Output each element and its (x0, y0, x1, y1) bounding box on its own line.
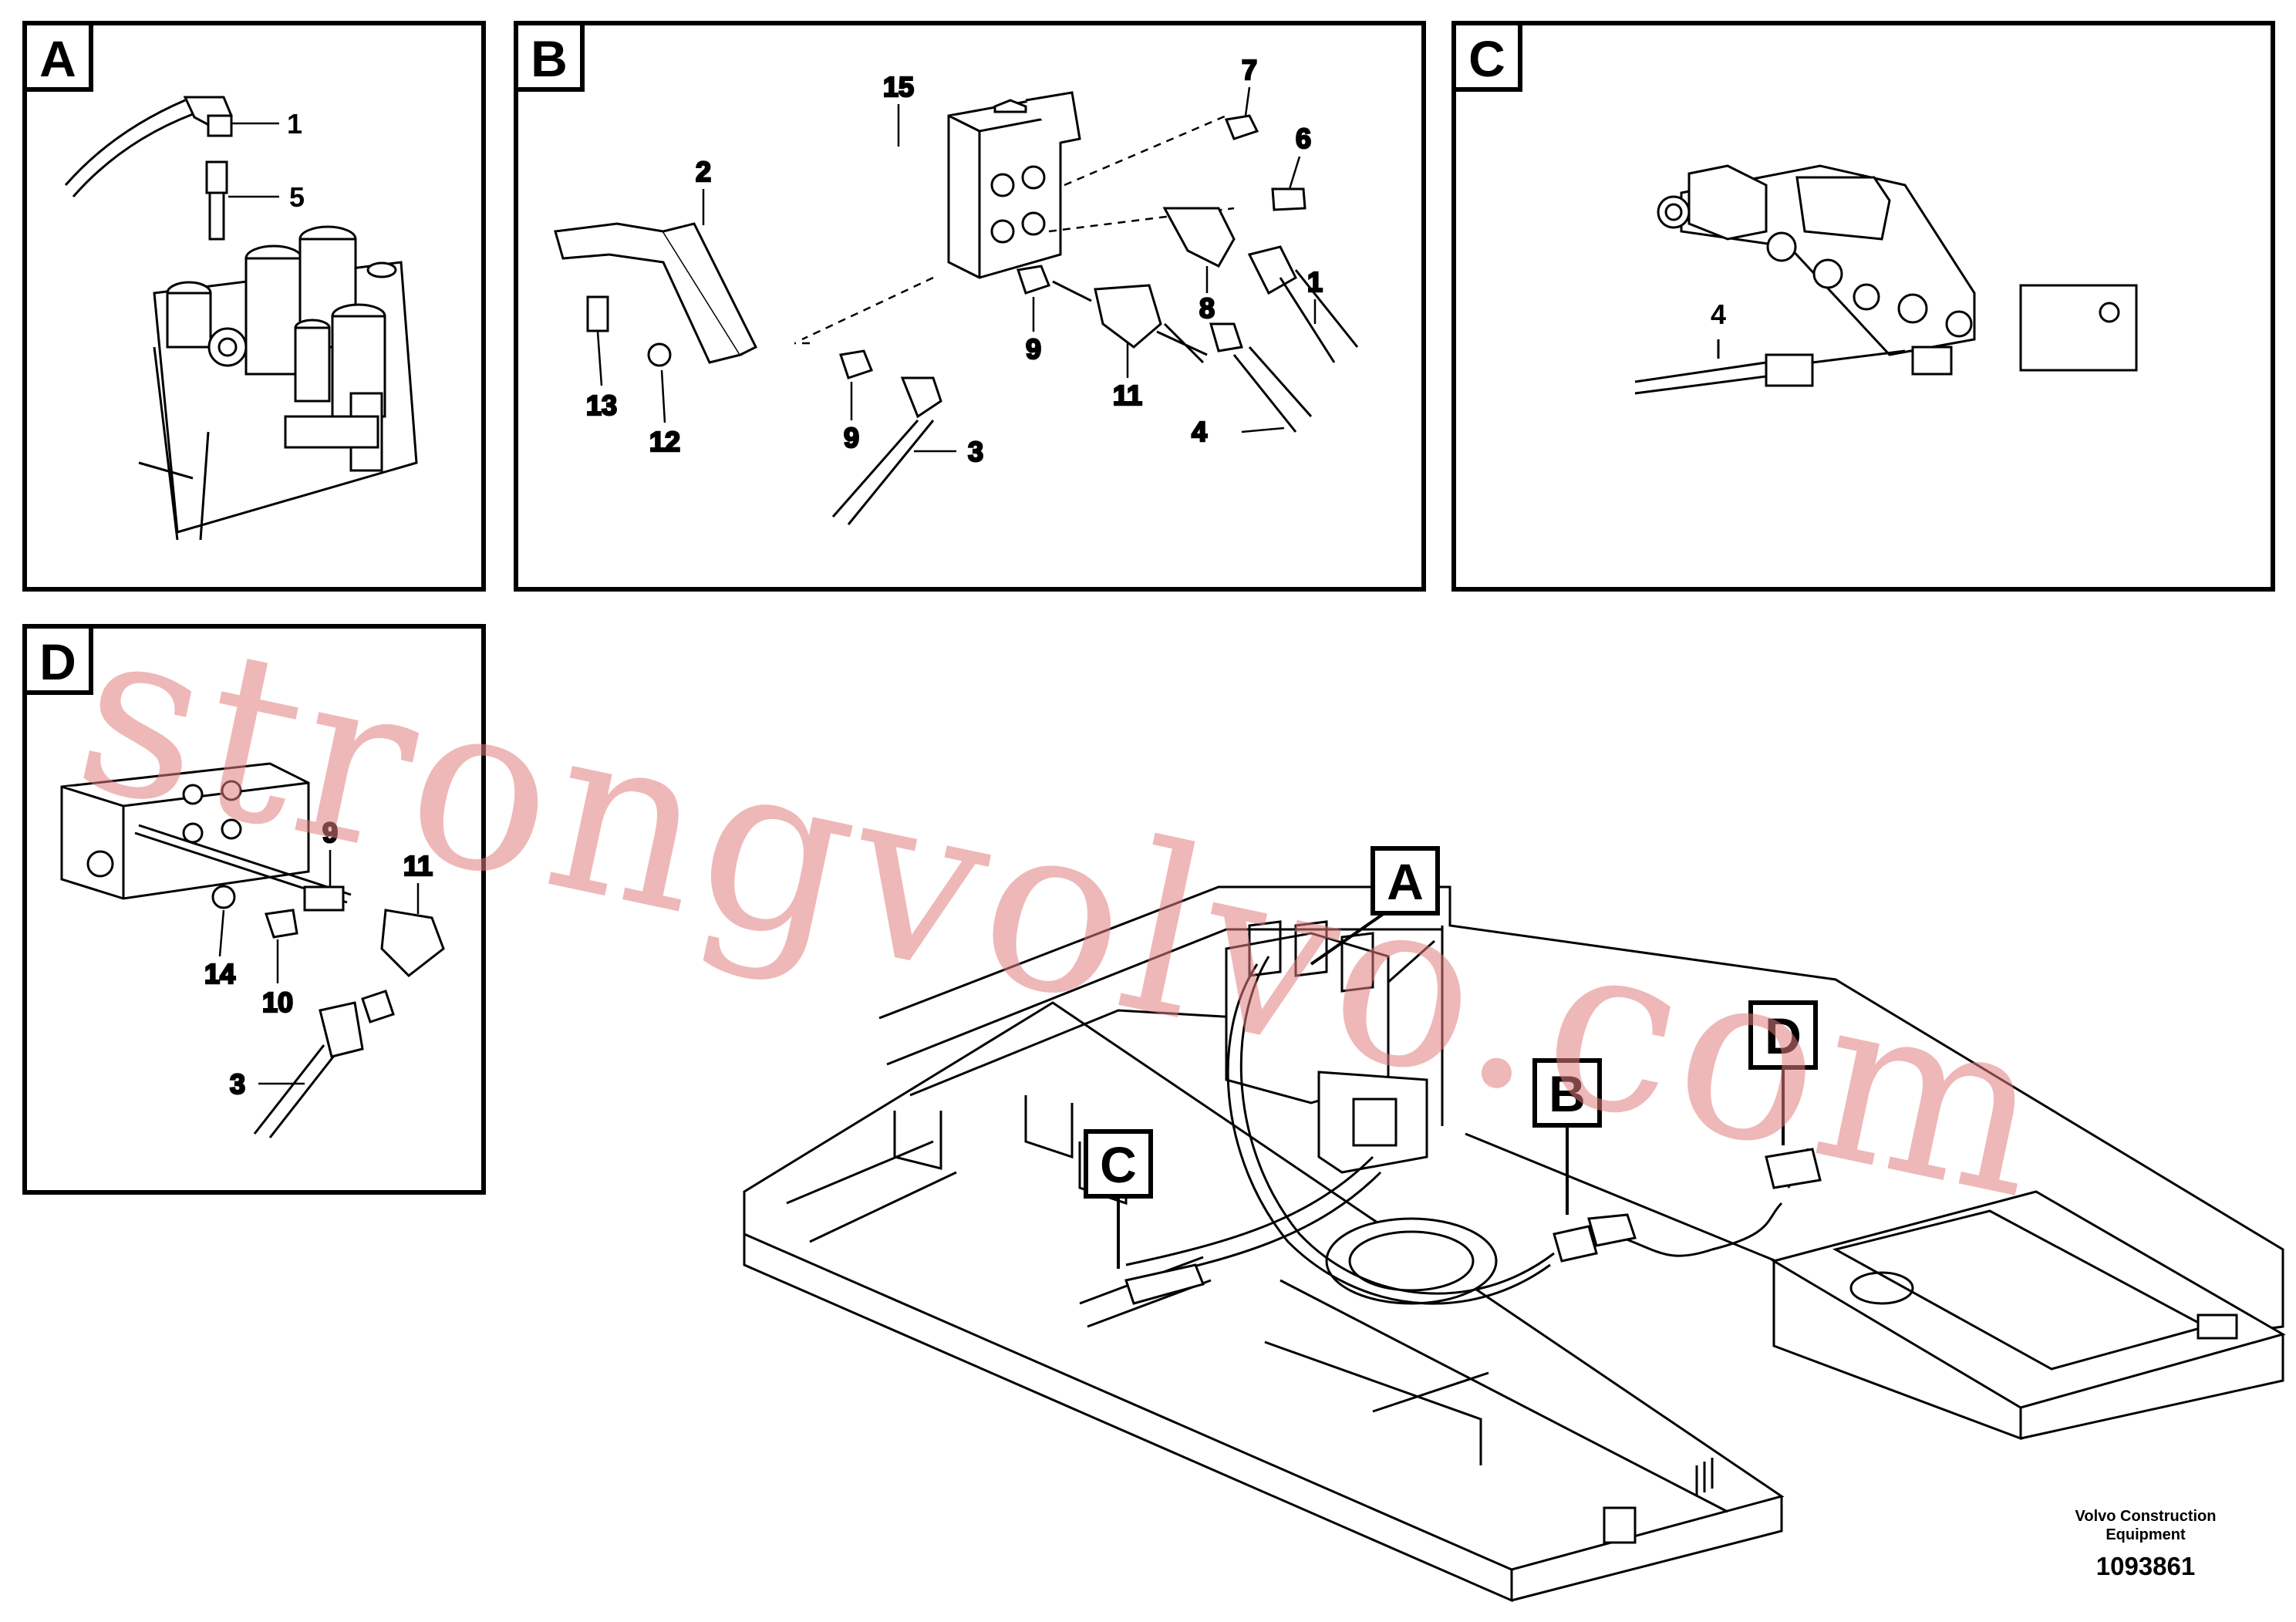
panel-b-fittings (839, 114, 1306, 419)
callout-b-11: 11 (1113, 379, 1142, 411)
panel-c: C 4 (1451, 21, 2275, 592)
callout-d-9: 9 (322, 817, 338, 848)
footer: Volvo Construction Equipment 1093861 (2075, 1508, 2217, 1580)
callout-a-5: 5 (289, 181, 305, 213)
footer-company-line1: Volvo Construction (2075, 1508, 2217, 1525)
callout-b-12: 12 (649, 426, 680, 457)
panel-b-hoses (831, 269, 1359, 525)
callout-b-9b: 9 (844, 422, 859, 454)
footer-company-line2: Equipment (2106, 1526, 2186, 1543)
panel-a-hose (64, 96, 233, 241)
main-tag-d: D (1765, 1007, 1802, 1064)
callout-d-10: 10 (262, 986, 293, 1018)
callout-b-13: 13 (586, 389, 617, 421)
main-tag-b: B (1549, 1065, 1586, 1122)
callout-b-2: 2 (696, 156, 711, 187)
main-tag-c: C (1100, 1136, 1137, 1193)
panel-a: A (22, 21, 486, 592)
panel-b: B (514, 21, 1426, 592)
callout-d-3: 3 (230, 1068, 245, 1100)
panel-b-callouts: 15 7 6 2 1 8 9 11 13 12 9 3 4 (585, 53, 1324, 469)
callout-c-4: 4 (1711, 298, 1726, 330)
panel-d-callouts: 9 11 14 10 3 (204, 816, 434, 1101)
panel-a-callouts: 1 5 (228, 108, 305, 213)
callout-b-8: 8 (1199, 292, 1215, 324)
callout-b-3: 3 (968, 436, 983, 467)
panel-b-bracket (554, 222, 758, 367)
panel-c-manifold (1657, 164, 2138, 376)
panel-d-fittings (134, 824, 445, 1138)
main-tag-a: A (1387, 853, 1424, 910)
callout-b-4: 4 (1192, 416, 1207, 447)
callout-b-15: 15 (883, 71, 914, 103)
callout-b-1: 1 (1307, 266, 1323, 298)
callout-b-9a: 9 (1026, 333, 1041, 365)
main-frame-drawing (743, 885, 2286, 1603)
panel-c-tag: C (1468, 30, 1505, 87)
drawing-number: 1093861 (2096, 1552, 2195, 1580)
callout-a-1: 1 (287, 108, 302, 140)
panel-d-tag: D (39, 633, 76, 690)
panel-b-block (947, 91, 1081, 279)
panel-a-valve (138, 225, 418, 541)
callout-b-7: 7 (1242, 54, 1257, 86)
callout-b-6: 6 (1296, 123, 1311, 154)
panel-d: D 9 11 14 10 3 (22, 624, 486, 1195)
panel-b-tag: B (531, 30, 568, 87)
callout-d-11: 11 (403, 850, 433, 882)
panel-c-hose: 4 (1634, 298, 1906, 395)
panel-a-tag: A (39, 30, 76, 87)
callout-d-14: 14 (204, 958, 235, 990)
main-tags: A B C D (1084, 846, 1818, 1269)
panel-d-block (60, 762, 310, 900)
